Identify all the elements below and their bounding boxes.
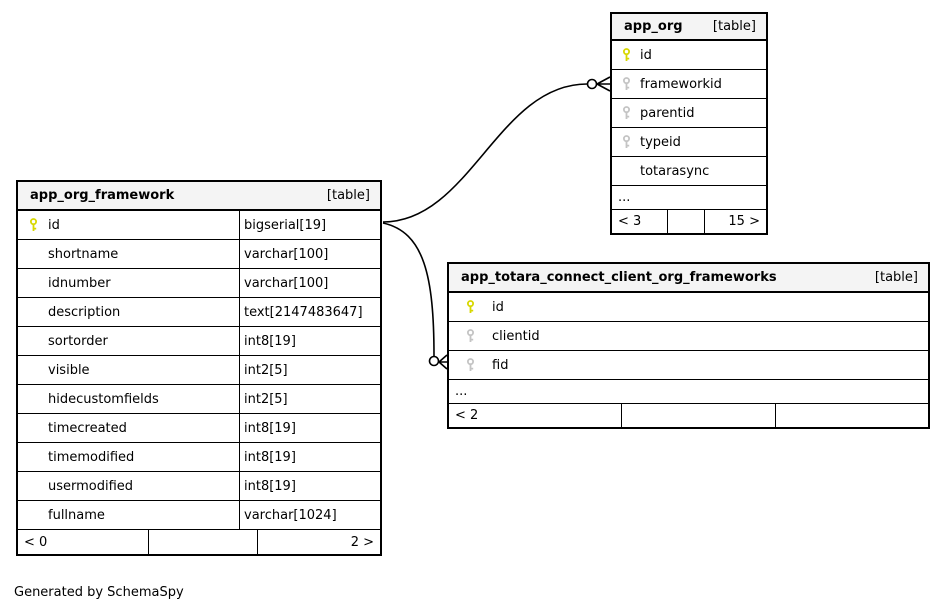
- primary-key-icon: [18, 218, 48, 232]
- column-row: visible int2[5]: [18, 355, 380, 384]
- column-row: sortorder int8[19]: [18, 326, 380, 355]
- footer-middle-cell: [667, 210, 704, 233]
- column-name: frameworkid: [640, 76, 722, 92]
- related-count-left: < 3: [618, 214, 642, 229]
- edge-framework-to-app_org: [382, 83, 588, 223]
- column-row: idnumber varchar[100]: [18, 268, 380, 297]
- table-tag: [table]: [326, 188, 370, 203]
- related-count-right: [774, 404, 928, 427]
- foreign-key-icon: [449, 358, 492, 372]
- footer-middle-cell: [621, 404, 774, 427]
- column-name: id: [640, 47, 652, 63]
- column-type: int8[19]: [239, 327, 380, 355]
- column-row: timecreated int8[19]: [18, 413, 380, 442]
- foreign-key-icon: [612, 106, 640, 120]
- pagination-footer: < 0 2 >: [18, 529, 380, 554]
- column-row: fullname varchar[1024]: [18, 500, 380, 529]
- column-name: timecreated: [48, 420, 127, 436]
- column-name: id: [492, 299, 504, 315]
- column-name: visible: [48, 362, 90, 378]
- pagination-footer: < 2: [449, 403, 928, 427]
- cardinality-circle-icon: [428, 355, 440, 367]
- column-type: int2[5]: [239, 356, 380, 384]
- table-header[interactable]: app_totara_connect_client_org_frameworks…: [449, 264, 928, 292]
- column-name: fullname: [48, 507, 105, 523]
- column-name: totarasync: [640, 163, 710, 179]
- table-tag: [table]: [874, 270, 918, 285]
- table-header[interactable]: app_org [table]: [612, 14, 766, 40]
- column-name: timemodified: [48, 449, 135, 465]
- table-app_org_framework: app_org_framework [table] id bigserial[1…: [16, 180, 382, 556]
- cardinality-circle-icon: [586, 78, 598, 90]
- column-name: description: [48, 304, 121, 320]
- column-type: int8[19]: [239, 414, 380, 442]
- edge-framework-to-connect-frameworks: [382, 222, 435, 357]
- table-app_org: app_org [table] id frameworkid parentid …: [610, 12, 768, 235]
- column-row: frameworkid: [612, 69, 766, 98]
- column-name: idnumber: [48, 275, 111, 291]
- column-row: fid: [449, 350, 928, 379]
- column-row: id: [449, 292, 928, 321]
- table-title[interactable]: app_org_framework: [30, 188, 175, 203]
- column-row: hidecustomfields int2[5]: [18, 384, 380, 413]
- column-type: varchar[1024]: [239, 501, 380, 529]
- column-name: hidecustomfields: [48, 391, 159, 407]
- foreign-key-icon: [449, 329, 492, 343]
- column-name: usermodified: [48, 478, 134, 494]
- column-name: fid: [492, 357, 509, 373]
- generated-by-note: Generated by SchemaSpy: [14, 585, 184, 600]
- column-row: shortname varchar[100]: [18, 239, 380, 268]
- column-name: id: [48, 217, 60, 233]
- related-count-right: 15 >: [704, 210, 766, 233]
- primary-key-icon: [612, 48, 640, 62]
- column-row: id bigserial[19]: [18, 210, 380, 239]
- primary-key-icon: [449, 300, 492, 314]
- footer-middle-cell: [148, 530, 257, 554]
- column-row: usermodified int8[19]: [18, 471, 380, 500]
- column-name: clientid: [492, 328, 540, 344]
- column-type: bigserial[19]: [239, 211, 380, 239]
- table-app_totara_connect_client_org_frameworks: app_totara_connect_client_org_frameworks…: [447, 262, 930, 429]
- table-tag: [table]: [712, 19, 756, 34]
- column-name: sortorder: [48, 333, 108, 349]
- table-title[interactable]: app_org: [624, 19, 683, 34]
- many-crowfoot-icon: [438, 354, 448, 370]
- column-type: varchar[100]: [239, 269, 380, 297]
- table-title[interactable]: app_totara_connect_client_org_frameworks: [461, 270, 777, 285]
- column-type: varchar[100]: [239, 240, 380, 268]
- column-name: parentid: [640, 105, 695, 121]
- related-count-left: < 0: [24, 534, 48, 550]
- more-columns-ellipsis: ...: [612, 185, 766, 209]
- many-crowfoot-icon: [596, 76, 611, 92]
- column-row: description text[2147483647]: [18, 297, 380, 326]
- column-type: int8[19]: [239, 472, 380, 500]
- column-name: typeid: [640, 134, 681, 150]
- column-row: parentid: [612, 98, 766, 127]
- column-type: text[2147483647]: [239, 298, 380, 326]
- foreign-key-icon: [612, 77, 640, 91]
- table-header[interactable]: app_org_framework [table]: [18, 182, 380, 210]
- more-columns-ellipsis: ...: [449, 379, 928, 403]
- column-row: clientid: [449, 321, 928, 350]
- column-type: int2[5]: [239, 385, 380, 413]
- related-count-left: < 2: [455, 408, 479, 423]
- pagination-footer: < 3 15 >: [612, 209, 766, 233]
- column-name: shortname: [48, 246, 119, 262]
- column-row: timemodified int8[19]: [18, 442, 380, 471]
- column-row: typeid: [612, 127, 766, 156]
- column-row: totarasync: [612, 156, 766, 185]
- related-count-right: 2 >: [256, 530, 380, 554]
- column-type: int8[19]: [239, 443, 380, 471]
- column-row: id: [612, 40, 766, 69]
- foreign-key-icon: [612, 135, 640, 149]
